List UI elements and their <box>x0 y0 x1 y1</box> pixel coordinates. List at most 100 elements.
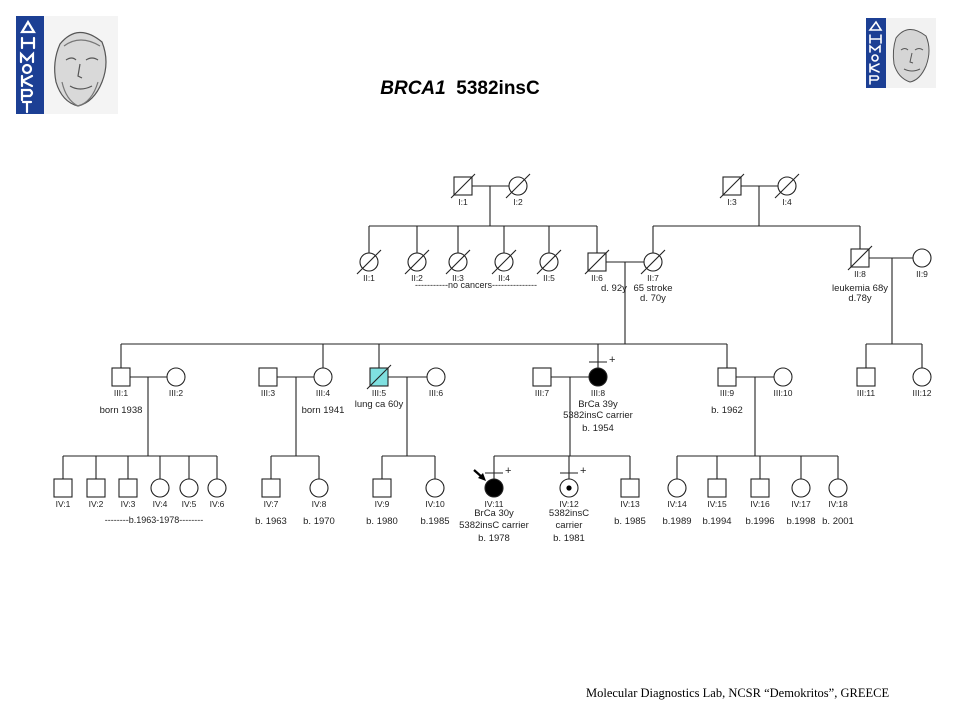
male-symbol <box>261 478 281 498</box>
deceased-slash <box>847 245 873 271</box>
individual-iv-16 <box>750 478 770 498</box>
male-symbol <box>856 367 876 387</box>
individual-note: 5382insC carrier <box>459 520 529 531</box>
individual-id-label: III:7 <box>535 388 549 398</box>
individual-ii-1 <box>356 249 382 275</box>
individual-ii-4 <box>491 249 517 275</box>
individual-note: b. 1981 <box>553 533 585 544</box>
individual-note: 65 stroke <box>633 283 672 294</box>
individual-iii-11 <box>856 367 876 387</box>
pedigree-title: BRCA1 5382insC <box>330 78 590 100</box>
individual-note: carrier <box>556 520 583 531</box>
individual-id-label: III:9 <box>720 388 734 398</box>
individual-iv-5 <box>179 478 199 498</box>
individual-id-label: II:4 <box>498 273 510 283</box>
individual-iv-4 <box>150 478 170 498</box>
individual-note: b. 1978 <box>478 533 510 544</box>
deceased-slash <box>584 249 610 275</box>
individual-id-label: II:3 <box>452 273 464 283</box>
individual-note: b.1994 <box>702 516 731 527</box>
deceased-slash <box>356 249 382 275</box>
individual-iii-7 <box>532 367 552 387</box>
individual-iii-1 <box>111 367 131 387</box>
individual-note: b.1985 <box>420 516 449 527</box>
deceased-slash <box>774 173 800 199</box>
female-symbol <box>791 478 811 498</box>
individual-id-label: II:8 <box>854 269 866 279</box>
demokritos-logo-left <box>16 16 118 114</box>
deceased-slash <box>404 249 430 275</box>
individual-id-label: IV:6 <box>210 499 225 509</box>
male-symbol <box>707 478 727 498</box>
tested-plus: + <box>580 465 586 477</box>
individual-iv-14 <box>667 478 687 498</box>
individual-note: d. 92y <box>601 283 627 294</box>
individual-id-label: IV:16 <box>750 499 770 509</box>
female-symbol <box>150 478 170 498</box>
individual-note: b. 1970 <box>303 516 335 527</box>
male-symbol <box>118 478 138 498</box>
individual-note: d.78y <box>848 293 871 304</box>
individual-iv-8 <box>309 478 329 498</box>
individual-id-label: II:5 <box>543 273 555 283</box>
individual-id-label: III:12 <box>913 388 932 398</box>
individual-id-label: II:6 <box>591 273 603 283</box>
male-symbol <box>532 367 552 387</box>
individual-id-label: I:4 <box>782 197 792 207</box>
individual-id-label: III:3 <box>261 388 275 398</box>
individual-note: leukemia 68y <box>832 283 888 294</box>
individual-note: b. 1963 <box>255 516 287 527</box>
individual-note: b. 1962 <box>711 405 743 416</box>
individual-ii-3 <box>445 249 471 275</box>
proband-arrow-head <box>478 473 486 481</box>
individual-iv-3 <box>118 478 138 498</box>
male-symbol <box>372 478 392 498</box>
individual-ii-8 <box>847 245 873 271</box>
individual-id-label: IV:14 <box>667 499 687 509</box>
individual-iii-3 <box>258 367 278 387</box>
individual-iv-12 <box>559 472 579 498</box>
individual-id-label: IV:9 <box>375 499 390 509</box>
individual-note: 5382insC <box>549 508 589 519</box>
male-symbol <box>750 478 770 498</box>
individual-iii-10 <box>773 367 793 387</box>
individual-id-label: IV:5 <box>182 499 197 509</box>
female-symbol <box>426 367 446 387</box>
individual-note: 5382insC carrier <box>563 410 633 421</box>
female-symbol <box>912 367 932 387</box>
female-symbol <box>207 478 227 498</box>
individual-iii-6 <box>426 367 446 387</box>
individual-id-label: IV:2 <box>89 499 104 509</box>
individual-iv-13 <box>620 478 640 498</box>
individual-iii-4 <box>313 367 333 387</box>
female-symbol <box>828 478 848 498</box>
individual-iii-5 <box>366 364 392 390</box>
individual-note: b.1996 <box>745 516 774 527</box>
individual-id-label: III:2 <box>169 388 183 398</box>
female-symbol <box>484 478 504 498</box>
annotation-no-cancers: -----------no cancers--------------- <box>415 280 537 290</box>
individual-note: BrCa 39y <box>578 399 618 410</box>
female-symbol <box>309 478 329 498</box>
individual-ii-2 <box>404 249 430 275</box>
individual-note: born 1938 <box>100 405 143 416</box>
individual-id-label: III:10 <box>774 388 793 398</box>
male-symbol <box>717 367 737 387</box>
individual-ii-5 <box>536 249 562 275</box>
individual-id-label: III:4 <box>316 388 330 398</box>
individual-iv-6 <box>207 478 227 498</box>
individual-id-label: III:1 <box>114 388 128 398</box>
individual-note: b.1998 <box>786 516 815 527</box>
individual-note: b. 1954 <box>582 423 614 434</box>
female-symbol <box>773 367 793 387</box>
deceased-slash <box>640 249 666 275</box>
individual-iv-11 <box>473 469 504 498</box>
individual-iii-8 <box>588 361 608 387</box>
individual-i-1 <box>450 173 476 199</box>
individual-id-label: II:7 <box>647 273 659 283</box>
individual-id-label: III:6 <box>429 388 443 398</box>
female-symbol <box>166 367 186 387</box>
individual-id-label: II:1 <box>363 273 375 283</box>
